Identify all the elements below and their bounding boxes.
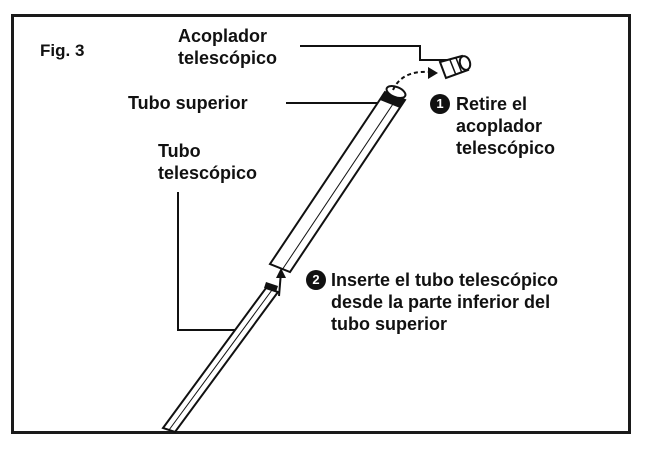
figure-label: Fig. 3 (40, 41, 85, 60)
step-1-badge: 1 (430, 94, 450, 114)
telescopic-tube-label: Tubo telescópico (158, 141, 258, 183)
insert-arrow (276, 268, 286, 297)
coupler-label: Acoplador telescópico (178, 26, 278, 68)
step-2-badge: 2 (306, 270, 326, 290)
remove-arrow (392, 67, 438, 91)
upper-tube (268, 85, 407, 274)
telescopic-tube-leader-line (177, 192, 240, 331)
coupler-leader-line (300, 45, 448, 61)
upper-tube-label: Tubo superior (128, 93, 248, 113)
telescopic-coupler (438, 54, 472, 80)
telescopic-tube (161, 282, 280, 434)
step-2-text: Inserte el tubo telescópico desde la par… (331, 270, 559, 334)
step-1-text: Retire el acoplador telescópico (456, 94, 556, 158)
